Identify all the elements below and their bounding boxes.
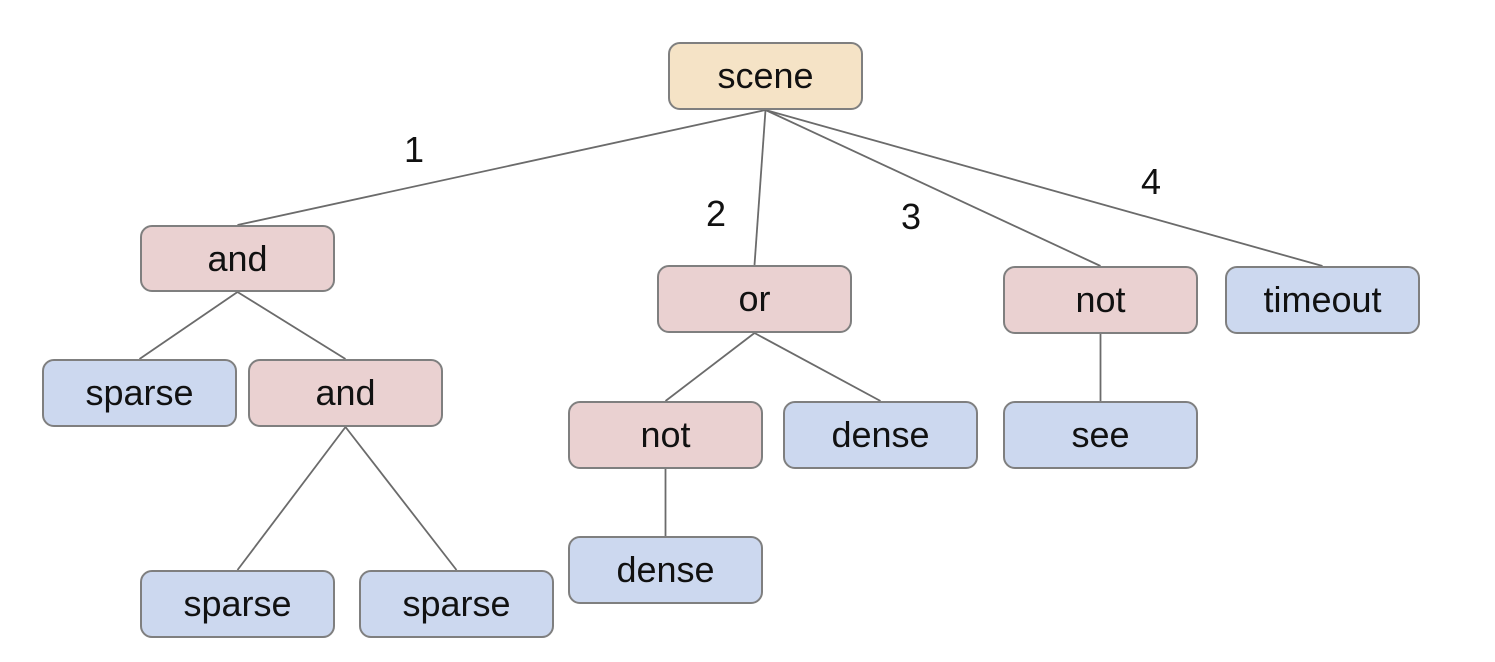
node-label: and [315, 372, 376, 413]
node-and2: and [248, 359, 443, 427]
node-label: sparse [183, 583, 292, 624]
node-label: see [1071, 414, 1130, 455]
node-label: sparse [402, 583, 511, 624]
edge-label-1: 1 [403, 129, 425, 170]
edge-label-4: 4 [1140, 161, 1162, 202]
node-timeout1: timeout [1225, 266, 1420, 334]
node-label: scene [717, 55, 814, 96]
edge-label-3: 3 [900, 196, 922, 237]
node-label: timeout [1263, 279, 1382, 320]
edge-scene-timeout1 [765, 109, 1323, 267]
node-see1: see [1003, 401, 1198, 469]
node-dense2: dense [568, 536, 763, 604]
edge-label-2: 2 [705, 193, 727, 234]
edge-and2-sparse3 [344, 426, 458, 571]
node-label: dense [831, 414, 930, 455]
edge-or1-not2 [664, 332, 756, 402]
node-label: not [640, 414, 691, 455]
edge-or1-dense1 [754, 332, 881, 402]
node-sparse3: sparse [359, 570, 554, 638]
edge-scene-not1 [765, 109, 1101, 267]
node-not1: not [1003, 266, 1198, 334]
node-label: or [738, 278, 771, 319]
edge-scene-and1 [237, 109, 766, 226]
node-dense1: dense [783, 401, 978, 469]
node-and1: and [140, 225, 335, 292]
node-not2: not [568, 401, 763, 469]
edge-and1-sparse1 [138, 291, 239, 360]
node-sparse1: sparse [42, 359, 237, 427]
node-scene: scene [668, 42, 863, 110]
node-label: dense [616, 549, 715, 590]
edge-and2-sparse2 [236, 426, 347, 571]
node-or1: or [657, 265, 852, 333]
node-label: not [1075, 279, 1126, 320]
edge-and1-and2 [237, 291, 346, 360]
node-label: and [207, 237, 268, 279]
edge-scene-or1 [753, 109, 767, 266]
node-label: sparse [85, 372, 194, 413]
node-sparse2: sparse [140, 570, 335, 638]
